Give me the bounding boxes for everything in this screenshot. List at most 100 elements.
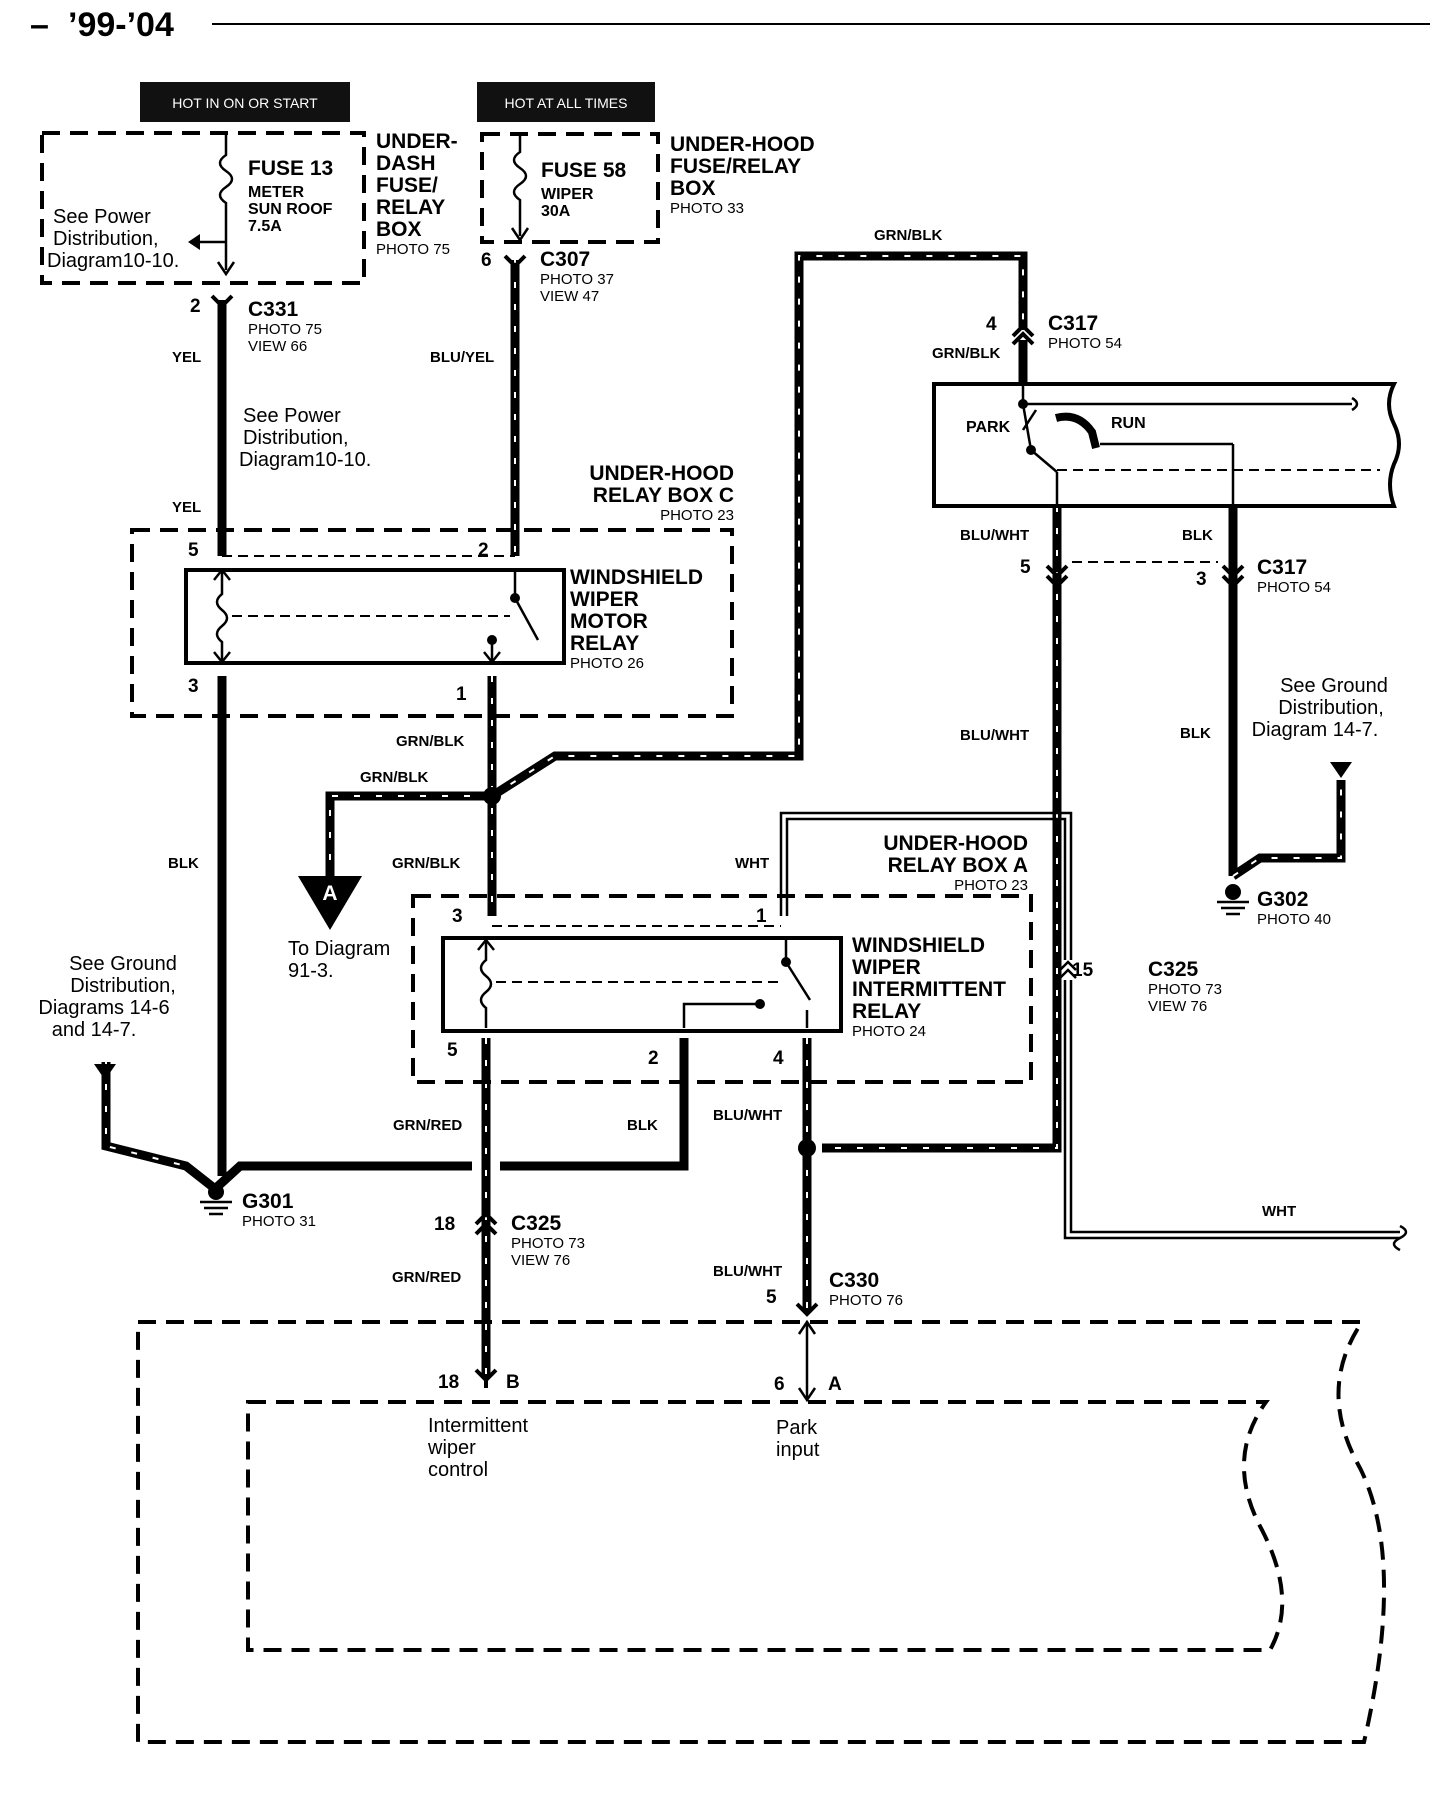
note-power-2: See Power Distribution, Diagram10-10.	[239, 405, 371, 471]
svg-text:PARK: PARK	[966, 419, 1011, 436]
ground-arrow-left	[94, 1064, 116, 1080]
svg-text:WIPER: WIPER	[852, 956, 921, 979]
svg-text:and 14-7.: and 14-7.	[52, 1019, 137, 1041]
svg-text:PHOTO 54: PHOTO 54	[1257, 579, 1331, 596]
svg-text:3: 3	[1196, 569, 1207, 590]
splice-grn-blk	[483, 787, 501, 805]
ground-g301: G301 PHOTO 31	[200, 1184, 316, 1230]
svg-text:input: input	[776, 1439, 820, 1461]
svg-text:PHOTO 23: PHOTO 23	[660, 507, 734, 524]
svg-text:18: 18	[434, 1214, 455, 1235]
svg-text:Intermittent: Intermittent	[428, 1415, 528, 1437]
svg-text:RELAY BOX A: RELAY BOX A	[888, 854, 1028, 877]
svg-text:PHOTO 26: PHOTO 26	[570, 655, 644, 672]
svg-text:5: 5	[188, 540, 199, 561]
svg-text:3: 3	[452, 906, 463, 927]
connector-c325-right: 15 C325 PHOTO 73 VIEW 76	[1072, 958, 1222, 1015]
svg-text:BLK: BLK	[1180, 725, 1211, 742]
wiper-motor: PARK RUN	[932, 382, 1401, 508]
svg-text:Distribution,: Distribution,	[243, 427, 349, 449]
svg-text:RUN: RUN	[1111, 415, 1146, 432]
connector-c317-bottom: 5 3 C317 PHOTO 54	[1020, 556, 1331, 596]
svg-text:PHOTO 73: PHOTO 73	[1148, 981, 1222, 998]
svg-text:GRN/BLK: GRN/BLK	[360, 769, 428, 786]
ground-arrow-right	[1330, 762, 1352, 778]
svg-text:BLK: BLK	[1182, 527, 1213, 544]
svg-text:PHOTO 23: PHOTO 23	[954, 877, 1028, 894]
fuse58-name: FUSE 58	[541, 159, 627, 182]
svg-text:6: 6	[774, 1374, 785, 1395]
splice-blu-wht	[798, 1139, 816, 1157]
svg-text:C325: C325	[1148, 958, 1199, 981]
svg-text:Diagram10-10.: Diagram10-10.	[239, 449, 371, 471]
connector-c330: 5 C330 PHOTO 76	[766, 1269, 903, 1309]
svg-text:G301: G301	[242, 1190, 294, 1213]
svg-text:C331: C331	[248, 298, 299, 321]
svg-text:UNDER-HOOD: UNDER-HOOD	[589, 462, 734, 485]
control-module: 18 B Intermittent wiper control 6 A Park…	[136, 1319, 1387, 1744]
svg-text:5: 5	[766, 1287, 777, 1308]
svg-text:RELAY BOX C: RELAY BOX C	[593, 484, 734, 507]
svg-text:VIEW 47: VIEW 47	[540, 288, 599, 305]
badge-hot-run-start: HOT IN ON OR START	[140, 82, 350, 122]
wire-color-labels: YEL YEL BLU/YEL GRN/BLK GRN/BLK GRN/BLK …	[168, 227, 1296, 1286]
svg-text:3: 3	[188, 676, 199, 697]
svg-text:GRN/BLK: GRN/BLK	[932, 345, 1000, 362]
wires	[101, 251, 1346, 1378]
svg-text:PHOTO 76: PHOTO 76	[829, 1292, 903, 1309]
svg-text:See Ground: See Ground	[1280, 675, 1388, 697]
connector-c331: 2 C331 PHOTO 75 VIEW 66	[190, 296, 322, 355]
wire-blk-ground-right	[1230, 780, 1346, 880]
svg-text:See Power: See Power	[243, 405, 341, 427]
svg-text:B: B	[506, 1372, 520, 1393]
wire-wht	[779, 811, 1408, 1252]
note-ground-left: See Ground Distribution, Diagrams 14-6 a…	[38, 953, 177, 1041]
svg-text:WINDSHIELD: WINDSHIELD	[852, 934, 985, 957]
svg-text:C317: C317	[1048, 312, 1098, 335]
connector-c325-bottom: 18 C325 PHOTO 73 VIEW 76	[434, 1212, 585, 1269]
svg-text:MOTOR: MOTOR	[570, 610, 648, 633]
underdash-l1: UNDER-	[376, 130, 458, 153]
svg-text:A: A	[828, 1374, 842, 1395]
svg-text:See Ground: See Ground	[69, 953, 177, 975]
underdash-fuse-box: FUSE 13 METER SUN ROOF 7.5A UNDER- DASH …	[40, 130, 458, 285]
svg-text:4: 4	[773, 1048, 784, 1069]
underdash-l4: RELAY	[376, 196, 445, 219]
header-years: ’99-’04	[68, 6, 174, 44]
fuse58-line1: WIPER	[541, 186, 594, 203]
svg-text:UNDER-HOOD: UNDER-HOOD	[883, 832, 1028, 855]
svg-text:RELAY: RELAY	[852, 1000, 921, 1023]
relay-box-c: UNDER-HOOD RELAY BOX C PHOTO 23	[130, 462, 734, 718]
header-dash: –	[30, 6, 49, 44]
fuse58-line2: 30A	[541, 203, 571, 220]
svg-text:YEL: YEL	[172, 499, 201, 516]
svg-text:Park: Park	[776, 1417, 818, 1439]
fuse13-line3: 7.5A	[248, 218, 282, 235]
svg-text:PHOTO 75: PHOTO 75	[248, 321, 322, 338]
svg-text:5: 5	[447, 1040, 458, 1061]
ground-g302: G302 PHOTO 40	[1217, 884, 1331, 928]
svg-text:2: 2	[478, 540, 489, 561]
svg-text:15: 15	[1072, 960, 1094, 981]
svg-text:WIPER: WIPER	[570, 588, 639, 611]
svg-text:1: 1	[756, 906, 767, 927]
svg-text:BLU/WHT: BLU/WHT	[713, 1263, 782, 1280]
svg-text:6: 6	[481, 250, 492, 271]
underdash-photo: PHOTO 75	[376, 241, 450, 258]
svg-text:INTERMITTENT: INTERMITTENT	[852, 978, 1006, 1001]
connector-symbols	[210, 254, 1245, 1317]
fuse13-line2: SUN ROOF	[248, 201, 333, 218]
underhood-fuse-l2: FUSE/RELAY	[670, 155, 801, 178]
svg-text:YEL: YEL	[172, 349, 201, 366]
svg-text:VIEW 76: VIEW 76	[1148, 998, 1207, 1015]
underdash-l2: DASH	[376, 152, 436, 175]
badge-hot-run-start-text: HOT IN ON OR START	[172, 95, 318, 111]
svg-text:BLU/WHT: BLU/WHT	[960, 527, 1029, 544]
svg-text:Diagram10-10.: Diagram10-10.	[47, 250, 179, 272]
svg-text:2: 2	[190, 296, 201, 317]
svg-text:BLK: BLK	[168, 855, 199, 872]
wire-grn-blk-motor	[489, 251, 1028, 800]
svg-text:BLU/YEL: BLU/YEL	[430, 349, 494, 366]
svg-text:PHOTO 37: PHOTO 37	[540, 271, 614, 288]
